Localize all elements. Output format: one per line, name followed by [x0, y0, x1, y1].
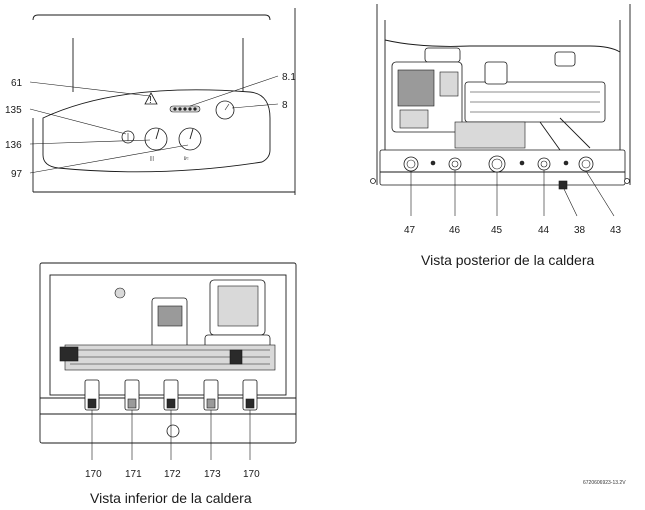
- rear-view: 47 46 45 44 38 43 Vista posterior de la …: [370, 4, 631, 268]
- callout-135: 135: [5, 105, 22, 116]
- callout-170-right: 170: [243, 469, 260, 480]
- callout-171: 171: [125, 469, 142, 480]
- callout-172: 172: [164, 469, 181, 480]
- callout-46: 46: [449, 225, 461, 236]
- callout-44: 44: [538, 225, 550, 236]
- callout-8-1: 8.1: [282, 72, 296, 83]
- svg-text:!: !: [149, 95, 152, 106]
- bottom-view: 170 171 172 173 170 Vista inferior de la…: [39, 262, 297, 506]
- callout-61: 61: [11, 78, 23, 89]
- warning-triangle-icon: [144, 92, 158, 105]
- svg-text:ℹ≈: ℹ≈: [184, 156, 189, 162]
- caption-rear-view: Vista posterior de la caldera: [421, 252, 594, 268]
- figure-code: 6720606923-13.2V: [583, 480, 626, 486]
- svg-text:|||: |||: [150, 156, 154, 162]
- callout-8: 8: [282, 100, 288, 111]
- callout-136: 136: [5, 140, 22, 151]
- callout-43: 43: [610, 225, 622, 236]
- front-panel-view: ! ||| ℹ≈ 61 8.1 135 8 136 97: [5, 8, 296, 195]
- callout-45: 45: [491, 225, 503, 236]
- callout-97: 97: [11, 169, 23, 180]
- caption-bottom-view: Vista inferior de la caldera: [90, 490, 252, 506]
- callout-170-left: 170: [85, 469, 102, 480]
- drain-valve: [558, 180, 568, 190]
- callout-47: 47: [404, 225, 416, 236]
- callout-173: 173: [204, 469, 221, 480]
- callout-38: 38: [574, 225, 586, 236]
